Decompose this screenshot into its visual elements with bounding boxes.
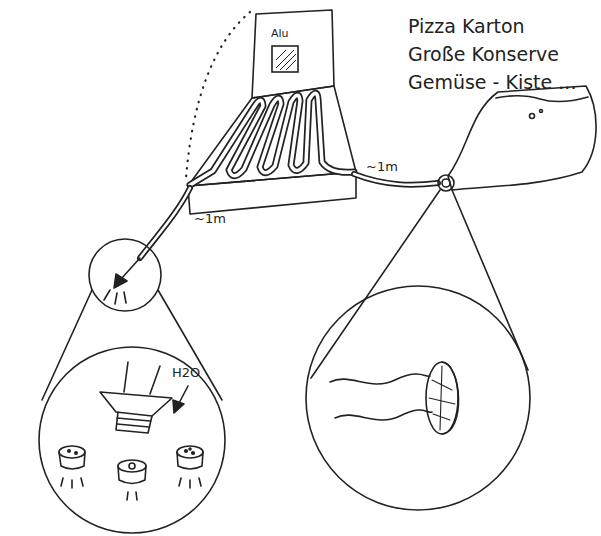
bubble bbox=[530, 114, 535, 119]
detail-marker bbox=[89, 239, 161, 311]
plug-hole bbox=[75, 452, 77, 454]
hose-coil-inner bbox=[190, 93, 354, 185]
arrow-head bbox=[173, 400, 184, 413]
bottle-connector bbox=[438, 175, 454, 191]
cap-thread bbox=[117, 418, 150, 421]
hose-wall bbox=[335, 410, 432, 420]
plug-hole bbox=[185, 450, 188, 453]
zoom-line bbox=[452, 190, 528, 370]
flow-arrow bbox=[121, 258, 140, 279]
foil-hatching bbox=[280, 54, 296, 70]
plug-hole bbox=[192, 452, 195, 455]
spray-line bbox=[115, 293, 117, 304]
bottle-neck bbox=[150, 366, 160, 394]
note-text: Pizza Karton bbox=[408, 16, 525, 37]
plug-top bbox=[59, 446, 85, 458]
zoom-line bbox=[158, 290, 222, 400]
zoom-line bbox=[311, 190, 440, 378]
motion-lines bbox=[179, 478, 201, 488]
bottle-neck bbox=[124, 362, 128, 392]
spray-line bbox=[124, 292, 126, 303]
foil-hatching bbox=[286, 60, 296, 70]
plug-hole bbox=[129, 463, 135, 469]
hose-right-outer bbox=[354, 174, 438, 185]
water-bottle bbox=[448, 86, 596, 190]
water-line bbox=[496, 96, 588, 102]
arrow-head bbox=[114, 274, 127, 288]
foil-hatching bbox=[276, 50, 286, 60]
motion-lines bbox=[61, 478, 83, 488]
bottle-connector bbox=[442, 179, 450, 187]
hose-wall bbox=[330, 374, 430, 384]
bottle-cap bbox=[116, 412, 152, 433]
zoom-line bbox=[42, 290, 92, 400]
detail-circle: H2O bbox=[38, 346, 226, 534]
note-text: Große Konserve bbox=[408, 44, 559, 65]
filter-rim bbox=[442, 362, 459, 434]
dimension-label: ~1m bbox=[366, 160, 398, 174]
note-text: Gemüse - Kiste ... bbox=[408, 72, 576, 93]
box-top bbox=[188, 86, 356, 186]
hose-right-inner bbox=[354, 174, 438, 185]
plug-body bbox=[177, 452, 203, 469]
plug-hole bbox=[189, 448, 191, 450]
funnel bbox=[100, 392, 172, 416]
motion-lines bbox=[127, 492, 137, 500]
plug-top bbox=[118, 460, 146, 472]
box-lid bbox=[252, 10, 334, 98]
lid-window: Alu bbox=[262, 26, 310, 78]
node-text: Alu bbox=[271, 28, 289, 40]
filter-mesh bbox=[429, 366, 455, 430]
detail-circle-outline bbox=[39, 347, 225, 533]
filter-disc bbox=[426, 362, 458, 434]
plug-hole bbox=[68, 450, 70, 452]
window-frame bbox=[272, 46, 298, 72]
spray-line bbox=[104, 290, 110, 300]
plug-top bbox=[177, 446, 203, 458]
bubble bbox=[540, 110, 543, 113]
cap-thread bbox=[117, 424, 149, 427]
detail-circle bbox=[306, 286, 530, 510]
hose-coil-outer bbox=[190, 93, 354, 185]
plug-body bbox=[59, 452, 85, 469]
dimension-label: ~1m bbox=[194, 212, 226, 226]
box-front bbox=[188, 172, 356, 214]
node-text: H2O bbox=[172, 366, 200, 380]
